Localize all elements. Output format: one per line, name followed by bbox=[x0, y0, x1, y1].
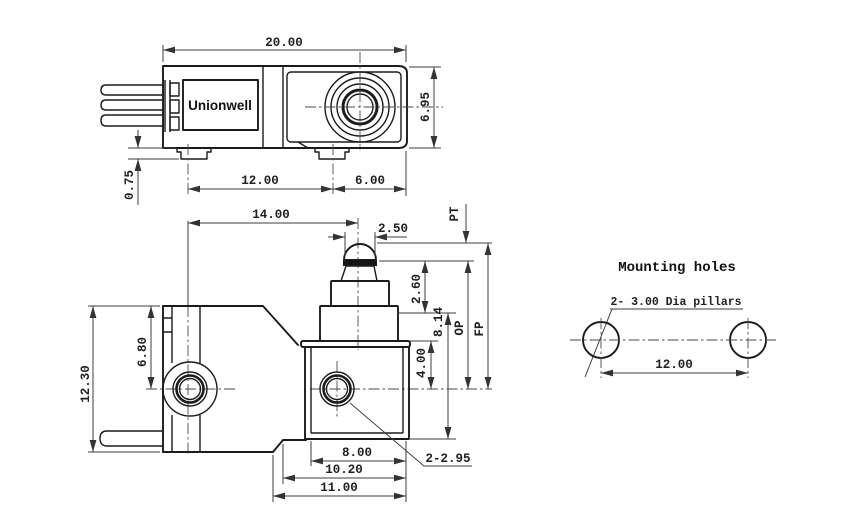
dim-hole-to-plunger: 14.00 bbox=[188, 208, 358, 227]
plunger-collar bbox=[330, 280, 390, 307]
top-view-plunger-housing bbox=[286, 71, 402, 143]
dim-hole-pitch: 12.00 bbox=[601, 358, 748, 377]
dim-foot-pitch: 12.00 6.00 bbox=[187, 144, 407, 196]
svg-text:2.50: 2.50 bbox=[378, 222, 408, 236]
dim-pretravel: PT bbox=[448, 204, 470, 243]
svg-text:6.00: 6.00 bbox=[355, 174, 385, 188]
svg-text:2.60: 2.60 bbox=[410, 274, 424, 304]
top-view: Unionwell 20.00 6.95 bbox=[100, 36, 443, 205]
lead-wires bbox=[100, 84, 163, 127]
plunger-neck bbox=[340, 265, 378, 282]
pillar-callout: 2- 3.00 Dia pillars bbox=[584, 296, 743, 378]
mounting-holes-view: Mounting holes 2- 3.00 Dia pillars 12.00 bbox=[570, 260, 778, 378]
top-view-plunger-centerlines bbox=[305, 52, 443, 150]
dim-top-width: 20.00 bbox=[162, 36, 407, 62]
top-view-mid-partition bbox=[262, 66, 284, 148]
brand-label-plate bbox=[182, 79, 259, 131]
mounting-holes-title: Mounting holes bbox=[618, 260, 736, 276]
dim-hole-from-top: 6.80 bbox=[136, 306, 155, 389]
svg-text:8.00: 8.00 bbox=[342, 446, 372, 460]
hole-callout: 2-2.95 bbox=[349, 402, 472, 467]
svg-text:11.00: 11.00 bbox=[320, 481, 358, 495]
dim-top-to-hole: 4.00 bbox=[415, 341, 435, 389]
brand-label: Unionwell bbox=[188, 98, 252, 113]
front-view-body bbox=[99, 305, 307, 453]
top-view-body-outline bbox=[162, 65, 408, 149]
svg-text:0.75: 0.75 bbox=[123, 170, 137, 200]
plunger-assembly bbox=[319, 243, 399, 342]
right-foot bbox=[314, 147, 350, 160]
front-view: 14.00 2.50 PT 2.60 8.14 bbox=[79, 204, 492, 502]
svg-text:14.00: 14.00 bbox=[252, 208, 290, 222]
terminal-strip bbox=[164, 80, 180, 132]
dim-top-height: 6.95 bbox=[409, 66, 441, 149]
plunger-base bbox=[319, 305, 399, 342]
dim-step-to-base: 8.14 bbox=[432, 307, 452, 439]
plunger-seal-band bbox=[343, 260, 377, 266]
svg-text:2- 3.00 Dia pillars: 2- 3.00 Dia pillars bbox=[610, 296, 741, 309]
dim-mid-width: 10.20 bbox=[282, 444, 406, 484]
top-view-housing-notch bbox=[297, 141, 309, 149]
svg-text:2-2.95: 2-2.95 bbox=[425, 452, 470, 466]
svg-text:6.95: 6.95 bbox=[419, 92, 433, 122]
svg-text:8.14: 8.14 bbox=[432, 307, 446, 338]
svg-text:20.00: 20.00 bbox=[265, 36, 303, 50]
front-view-wire bbox=[99, 430, 163, 447]
left-hole-boss bbox=[162, 361, 218, 417]
left-foot bbox=[176, 147, 212, 160]
dim-free-position: FP bbox=[473, 243, 492, 389]
front-view-head bbox=[300, 340, 411, 440]
svg-text:12.00: 12.00 bbox=[241, 174, 279, 188]
svg-text:PT: PT bbox=[448, 206, 462, 222]
svg-text:4.00: 4.00 bbox=[415, 348, 429, 378]
svg-text:10.20: 10.20 bbox=[325, 463, 363, 477]
dim-operating-position: OP bbox=[453, 261, 472, 389]
dim-plunger-travel: 2.60 bbox=[410, 261, 429, 313]
dim-total-height: 12.30 bbox=[79, 305, 160, 453]
dim-bottom-width: 11.00 bbox=[272, 455, 406, 502]
dim-base-width: 8.00 bbox=[310, 441, 407, 502]
svg-text:12.00: 12.00 bbox=[655, 358, 693, 372]
svg-text:6.80: 6.80 bbox=[136, 337, 150, 367]
plunger-dome bbox=[343, 243, 377, 261]
dim-plunger-width: 2.50 bbox=[328, 222, 408, 256]
svg-text:FP: FP bbox=[473, 321, 487, 336]
svg-text:OP: OP bbox=[453, 320, 467, 335]
svg-text:12.30: 12.30 bbox=[79, 365, 93, 403]
dim-foot-height: 0.75 bbox=[123, 130, 179, 205]
